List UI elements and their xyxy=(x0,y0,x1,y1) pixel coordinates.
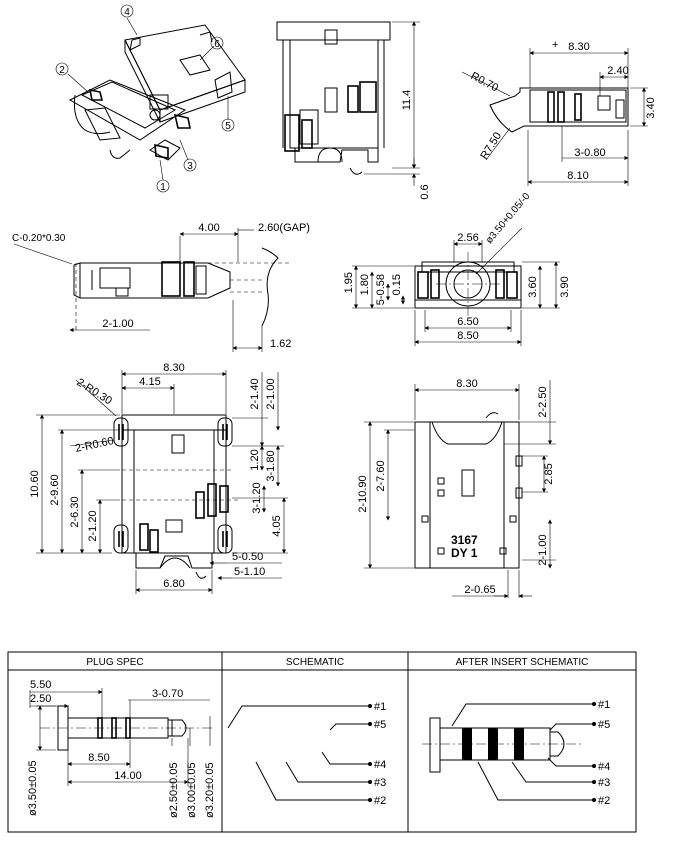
svg-text:ø2.50±0.05: ø2.50±0.05 xyxy=(168,762,180,818)
svg-text:3: 3 xyxy=(187,161,193,172)
svg-text:2: 2 xyxy=(59,65,65,76)
svg-text:R7.50: R7.50 xyxy=(478,130,504,161)
plug-side-view: 4.00 2.60(GAP) C-0.20*0.30 2-1.00 1.62 xyxy=(12,222,310,352)
svg-text:10.60: 10.60 xyxy=(29,470,41,498)
after-insert-pin-2: #2 xyxy=(598,795,610,807)
schematic-pin-5: #5 xyxy=(374,719,386,731)
marking-line-2: DY 1 xyxy=(451,546,478,560)
svg-text:1: 1 xyxy=(160,182,166,193)
svg-text:0.6: 0.6 xyxy=(419,184,431,199)
svg-text:5-0.58: 5-0.58 xyxy=(375,274,387,305)
schematic-pin-3: #3 xyxy=(374,777,386,789)
plug-spec-drawing: 5.50 2.50 3-0.70 8.50 14.00 ø3.50±0.05 ø… xyxy=(27,679,216,818)
top-view: 3167 DY 1 8.30 2-2.50 2-7.60 2-10.90 2.8… xyxy=(357,378,556,599)
bottom-view: 8.30 4.15 2-R0.30 2-R0.60 2-1.40 2-1.00 … xyxy=(29,362,288,594)
svg-text:2-1.40: 2-1.40 xyxy=(249,378,261,409)
svg-text:4.05: 4.05 xyxy=(271,515,283,536)
svg-text:2.50: 2.50 xyxy=(30,693,51,705)
callout-1: 1 xyxy=(156,179,170,193)
schematic-pin-1: #1 xyxy=(374,701,386,713)
svg-text:C-0.20*0.30: C-0.20*0.30 xyxy=(12,233,66,244)
svg-text:2-7.60: 2-7.60 xyxy=(375,460,387,491)
svg-text:2.56: 2.56 xyxy=(457,232,478,244)
marking-line-1: 3167 xyxy=(451,533,478,547)
svg-text:8.30: 8.30 xyxy=(568,41,589,53)
svg-text:4.15: 4.15 xyxy=(139,376,160,388)
svg-text:4.00: 4.00 xyxy=(198,222,219,234)
side-view: + 8.30 2.40 3.40 3-0.80 8.10 R0.70 R7.50 xyxy=(461,39,657,186)
svg-text:2-1.00: 2-1.00 xyxy=(537,534,549,565)
svg-text:2-10.90: 2-10.90 xyxy=(357,475,369,512)
callout-5: 5 xyxy=(221,118,235,132)
schematic-pin-2: #2 xyxy=(374,795,386,807)
svg-text:2.85: 2.85 xyxy=(543,463,555,484)
svg-text:3.60: 3.60 xyxy=(527,276,539,297)
svg-text:2-R0.30: 2-R0.30 xyxy=(74,376,114,407)
svg-text:8.30: 8.30 xyxy=(456,378,477,390)
svg-text:4: 4 xyxy=(124,7,130,18)
svg-text:14.00: 14.00 xyxy=(114,770,142,782)
svg-text:2-1.20: 2-1.20 xyxy=(87,510,99,541)
table-header-schematic: SCHEMATIC xyxy=(286,657,344,668)
svg-text:2-9.60: 2-9.60 xyxy=(49,474,61,505)
svg-text:8.50: 8.50 xyxy=(88,752,109,764)
svg-text:3.90: 3.90 xyxy=(559,276,571,297)
svg-text:0.15: 0.15 xyxy=(391,274,403,295)
after-insert-pin-5: #5 xyxy=(598,719,610,731)
after-insert-pin-4: #4 xyxy=(598,761,610,773)
after-insert-pin-1: #1 xyxy=(598,699,610,711)
svg-text:5-0.50: 5-0.50 xyxy=(232,551,263,563)
spec-table: PLUG SPEC SCHEMATIC AFTER INSERT SCHEMAT… xyxy=(7,651,637,833)
svg-text:2-R0.60: 2-R0.60 xyxy=(74,435,115,455)
svg-text:ø3.20±0.05: ø3.20±0.05 xyxy=(204,762,216,818)
svg-text:6.80: 6.80 xyxy=(163,578,184,590)
svg-text:8.50: 8.50 xyxy=(457,330,478,342)
svg-text:2.40: 2.40 xyxy=(607,65,628,77)
svg-text:11.4: 11.4 xyxy=(401,90,413,111)
svg-text:1.20: 1.20 xyxy=(249,449,261,470)
svg-text:6: 6 xyxy=(214,39,220,50)
svg-text:2-6.30: 2-6.30 xyxy=(69,496,81,527)
svg-text:ø3.50+0.05/-0: ø3.50+0.05/-0 xyxy=(484,191,533,246)
svg-text:8.30: 8.30 xyxy=(163,362,184,374)
svg-text:8.10: 8.10 xyxy=(567,170,588,182)
svg-text:1.95: 1.95 xyxy=(343,272,355,293)
front-view: 2.56 ø3.50+0.05/-0 1.95 1.80 5-0.58 0.15… xyxy=(343,191,571,346)
svg-text:1.80: 1.80 xyxy=(359,274,371,295)
svg-text:3-1.80: 3-1.80 xyxy=(265,450,277,481)
svg-text:+: + xyxy=(552,39,558,51)
schematic-drawing: #1 #5 #4 #3 #2 xyxy=(227,701,386,807)
svg-text:2-1.00: 2-1.00 xyxy=(265,378,277,409)
svg-text:2-1.00: 2-1.00 xyxy=(102,318,133,330)
callout-3: 3 xyxy=(183,158,197,172)
svg-text:3.40: 3.40 xyxy=(645,97,657,118)
svg-text:2-2.50: 2-2.50 xyxy=(537,386,549,417)
callout-6: 6 xyxy=(210,36,224,50)
svg-text:3-0.80: 3-0.80 xyxy=(574,147,605,159)
svg-text:2-0.65: 2-0.65 xyxy=(464,584,495,596)
schematic-pin-4: #4 xyxy=(374,759,386,771)
front-elevation-view: 11.4 0.6 xyxy=(276,21,431,200)
callout-2: 2 xyxy=(55,62,69,76)
callout-4: 4 xyxy=(120,4,134,18)
svg-text:5-1.10: 5-1.10 xyxy=(234,566,265,578)
svg-text:ø3.00±0.05: ø3.00±0.05 xyxy=(186,762,198,818)
svg-text:1.62: 1.62 xyxy=(270,338,291,350)
isometric-view: 1 2 3 4 5 6 xyxy=(55,4,246,193)
svg-text:6.50: 6.50 xyxy=(457,316,478,328)
svg-text:5.50: 5.50 xyxy=(30,679,51,691)
svg-text:2.60(GAP): 2.60(GAP) xyxy=(258,222,310,234)
after-insert-drawing: #1 #5 #4 #3 #2 xyxy=(422,699,610,807)
table-header-plug-spec: PLUG SPEC xyxy=(86,657,143,668)
svg-text:R0.70: R0.70 xyxy=(469,70,501,94)
svg-text:ø3.50±0.05: ø3.50±0.05 xyxy=(27,760,39,816)
table-header-after-insert: AFTER INSERT SCHEMATIC xyxy=(456,657,589,668)
after-insert-pin-3: #3 xyxy=(598,777,610,789)
svg-text:5: 5 xyxy=(225,121,231,132)
svg-text:3-0.70: 3-0.70 xyxy=(152,688,183,700)
